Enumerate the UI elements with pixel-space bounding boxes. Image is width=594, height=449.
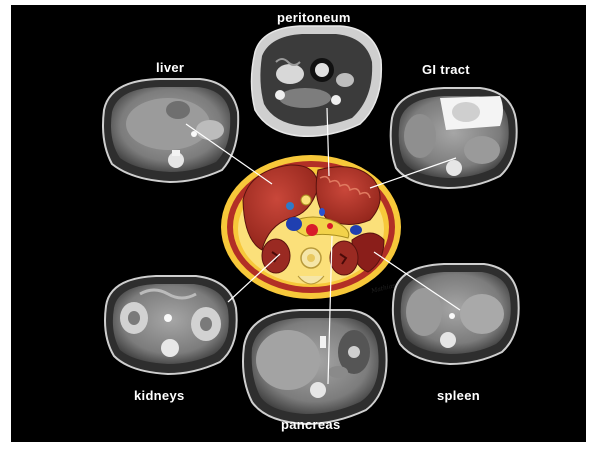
label-pancreas: pancreas xyxy=(281,417,341,432)
ct-scan-peritoneum xyxy=(252,26,382,136)
aorta-illustration xyxy=(306,224,318,236)
vein-illustration xyxy=(286,217,302,231)
label-liver: liver xyxy=(156,60,184,75)
label-kidneys: kidneys xyxy=(134,388,185,403)
label-spleen: spleen xyxy=(437,388,480,403)
label-gi-tract: GI tract xyxy=(422,62,470,77)
ct-scan-spleen xyxy=(393,264,519,364)
label-peritoneum: peritoneum xyxy=(277,10,351,25)
right-kidney-illustration xyxy=(262,239,290,273)
ct-scan-gi-tract xyxy=(391,88,517,188)
ct-scan-liver xyxy=(103,79,238,182)
ct-scan-kidneys xyxy=(105,276,237,374)
left-kidney-illustration xyxy=(330,241,358,275)
ct-scan-pancreas xyxy=(243,310,387,424)
abdomen-cross-section-illustration xyxy=(221,155,401,299)
